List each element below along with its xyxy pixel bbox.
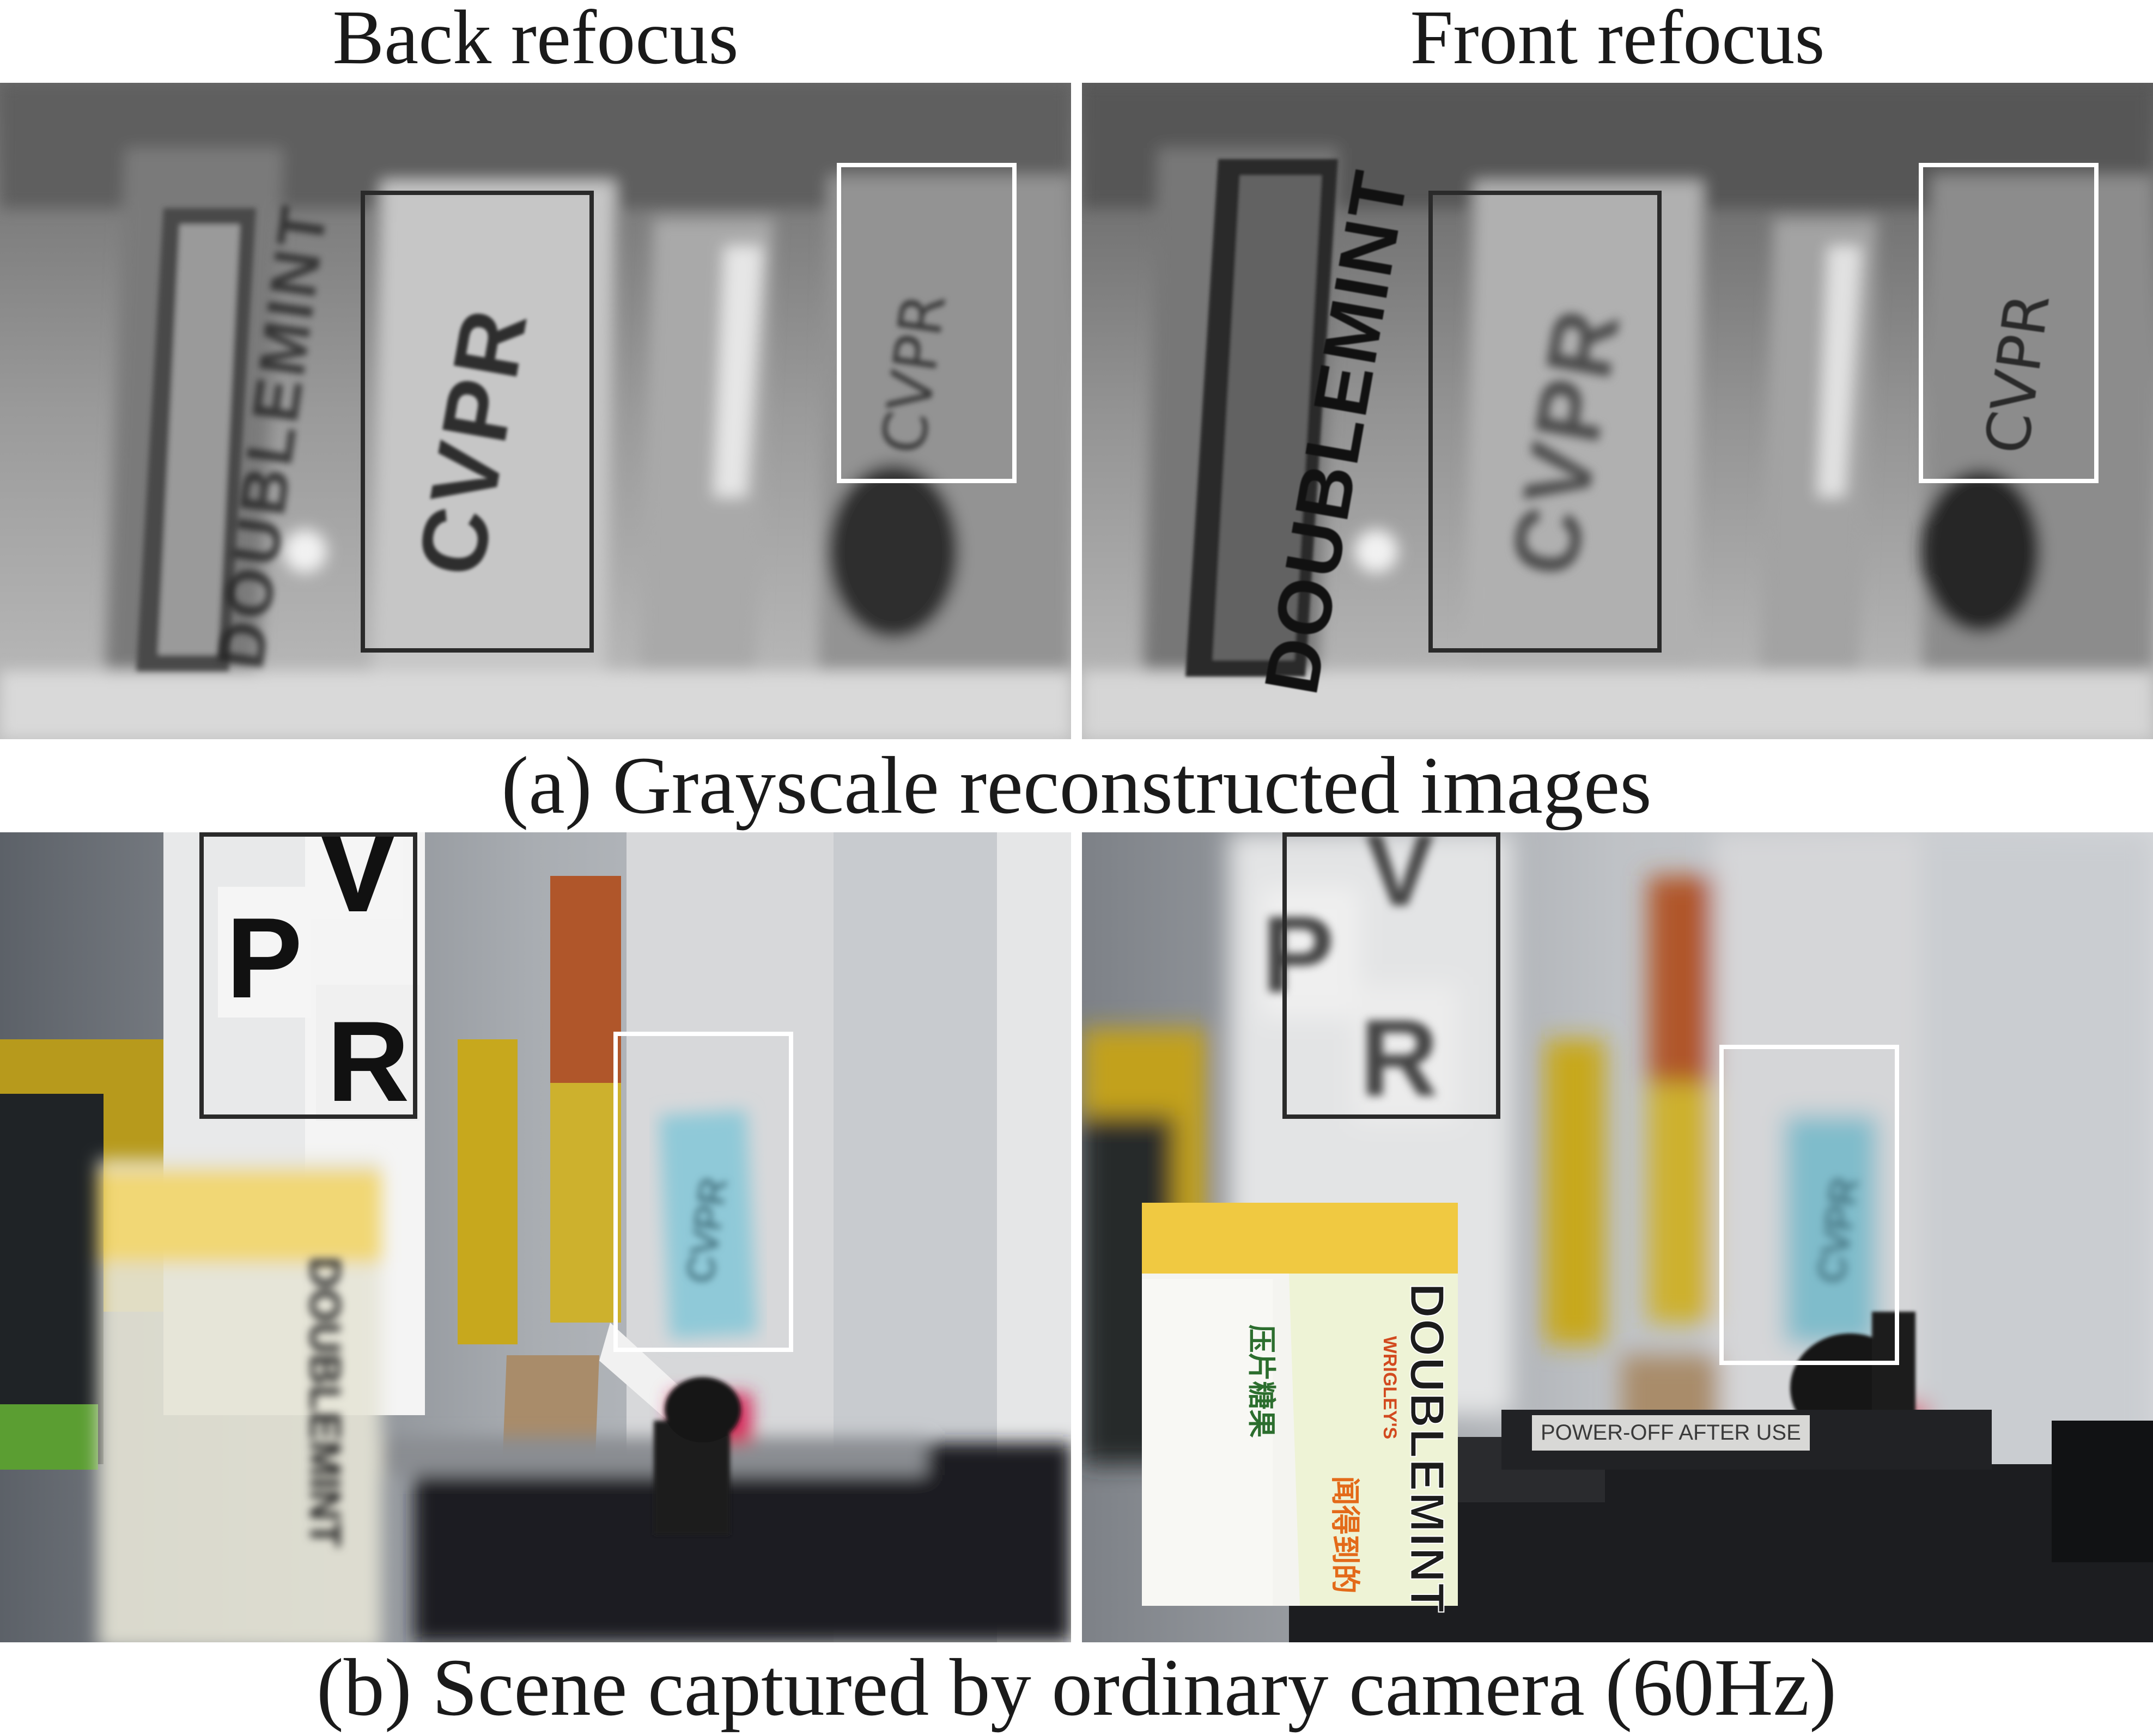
gum-product-text: 压片糖果	[1245, 1324, 1277, 1438]
printed-letter-p: P	[226, 894, 303, 1022]
handwritten-target-box	[837, 163, 1017, 483]
blurred-gum-pack: DOUBLEMINT	[301, 1257, 350, 1548]
printed-target-box	[199, 832, 417, 1119]
gum-maker-text: WRIGLEY'S	[1379, 1336, 1401, 1440]
printed-target-box	[1282, 832, 1500, 1119]
blurred-printed-target-v: V	[1365, 832, 1434, 928]
camera-back-focus-photo: V P R DOUBLEMINT CVPR	[0, 832, 1071, 1642]
printed-target-box	[1428, 191, 1662, 653]
blurred-printed-target: P	[1262, 894, 1335, 1015]
blurred-printed-target-r: R	[1360, 997, 1439, 1119]
camera-warning-label: POWER-OFF AFTER USE	[1532, 1415, 1810, 1451]
handwritten-target-box	[613, 1032, 793, 1352]
gum-brand-text: DOUBLEMINT	[1400, 1283, 1455, 1615]
printed-letter-r: R	[327, 997, 410, 1125]
gum-slogan-text: 闻得到的	[1328, 1476, 1361, 1594]
printed-target-box	[361, 191, 594, 653]
grayscale-front-refocus-image: DOUBLEMINT CVPR CVPR	[1082, 83, 2153, 739]
printed-letter-v: V	[320, 832, 395, 935]
header-back-refocus: Back refocus	[332, 0, 739, 80]
caption-b: (b) Scene captured by ordinary camera (6…	[316, 1642, 1837, 1733]
header-front-refocus: Front refocus	[1410, 0, 1825, 80]
grayscale-back-refocus-image: DOUBLEMINT CVPR CVPR	[0, 83, 1071, 739]
handwritten-target-box	[1919, 163, 2099, 483]
handwritten-target-box	[1719, 1045, 1899, 1365]
camera-front-focus-photo: P R V CVPR DOUBLEMINT WRIGLEY'S 压片糖果 闻得到…	[1082, 832, 2153, 1642]
caption-a: (a) Grayscale reconstructed images	[501, 740, 1652, 831]
